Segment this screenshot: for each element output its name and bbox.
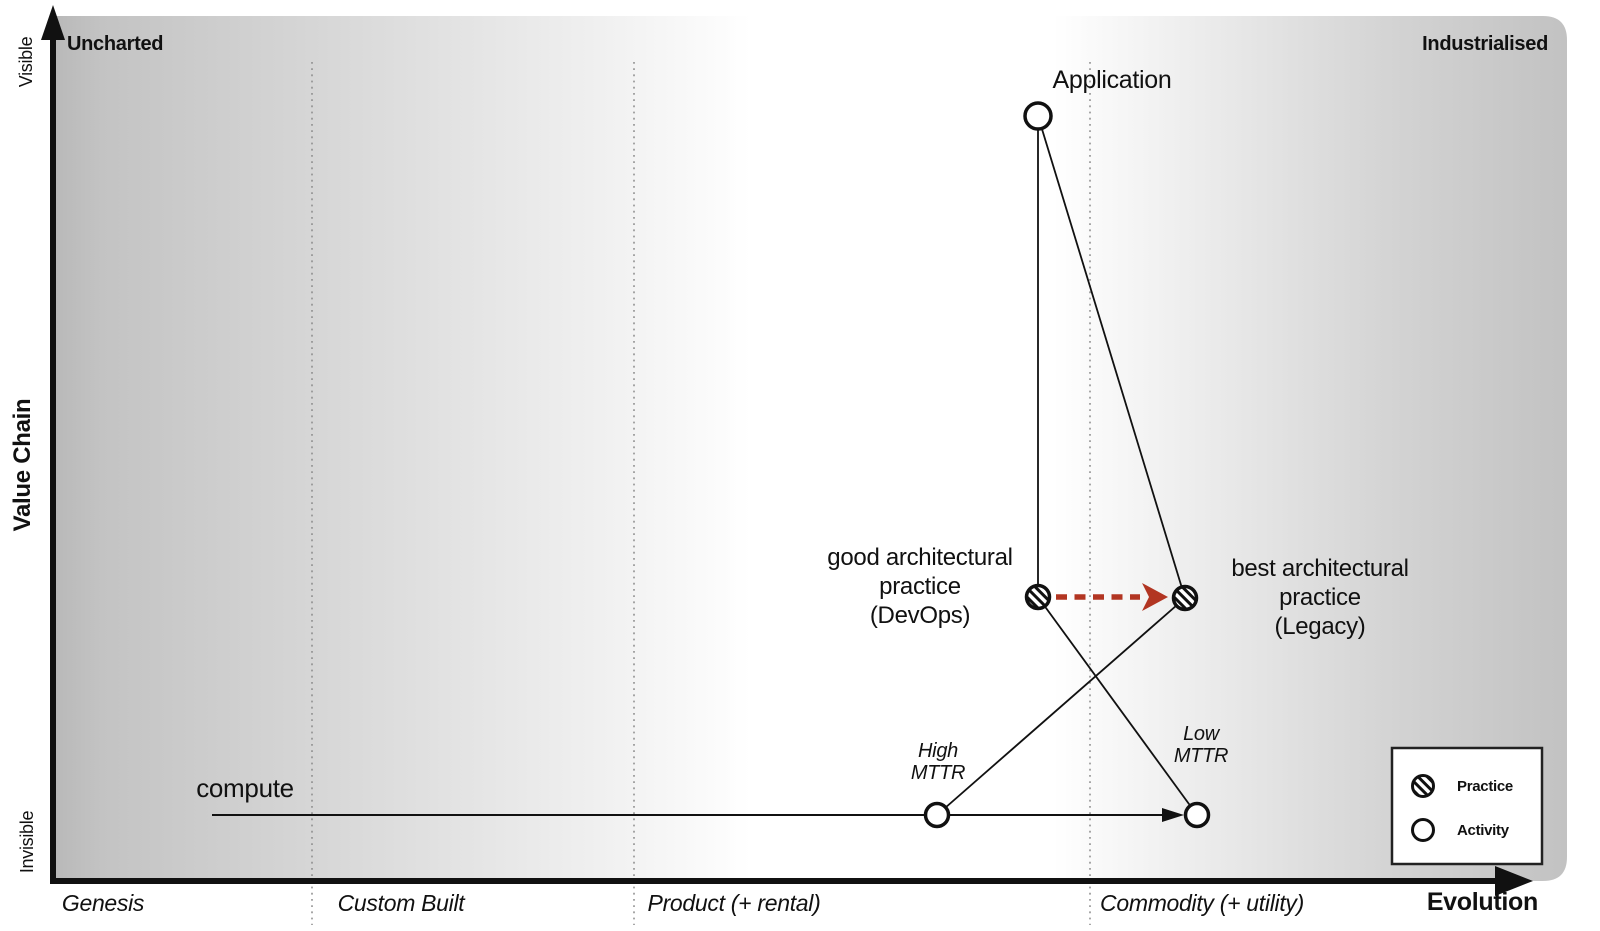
legend-activity-icon bbox=[1411, 818, 1435, 842]
y-axis-title: Value Chain bbox=[9, 399, 36, 532]
practice-move-arrowhead bbox=[1142, 583, 1168, 611]
y-axis-top-label: Visible bbox=[16, 36, 36, 87]
application-label: Application bbox=[1052, 66, 1171, 94]
low-mttr-label-line2: MTTR bbox=[1174, 745, 1228, 767]
industrialised-label: Industrialised bbox=[1422, 33, 1548, 55]
y-axis-bottom-label: Invisible bbox=[17, 811, 37, 874]
x-axis-title: Evolution bbox=[1427, 888, 1538, 916]
edge-application-legacy bbox=[1037, 115, 1186, 599]
high-mttr-label-line1: High bbox=[918, 740, 958, 762]
stage-label-commodity: Commodity (+ utility) bbox=[1100, 890, 1304, 916]
y-axis-arrowhead bbox=[41, 5, 65, 40]
high-mttr-label-line2: MTTR bbox=[911, 762, 965, 784]
node-application bbox=[1023, 101, 1053, 131]
legacy-label-line1: best architectural bbox=[1231, 555, 1408, 582]
uncharted-label: Uncharted bbox=[67, 33, 163, 55]
node-devops-practice bbox=[1024, 583, 1052, 611]
legend-activity-label: Activity bbox=[1457, 822, 1510, 839]
legend-practice-label: Practice bbox=[1457, 778, 1513, 795]
legacy-label-line2: practice bbox=[1279, 584, 1361, 611]
edge-legacy-highmttr bbox=[936, 597, 1186, 816]
plot-background bbox=[56, 16, 1567, 881]
legacy-label-line3: (Legacy) bbox=[1275, 613, 1366, 640]
edge-devops-lowmttr bbox=[1037, 596, 1198, 816]
node-legacy-practice bbox=[1171, 584, 1199, 612]
compute-label: compute bbox=[196, 773, 294, 803]
node-low-mttr-activity bbox=[1183, 801, 1211, 829]
x-axis-line bbox=[50, 878, 1500, 884]
devops-label-line1: good architectural bbox=[827, 544, 1012, 571]
y-axis-line bbox=[50, 30, 56, 881]
devops-label-line2: practice bbox=[879, 573, 961, 600]
stage-label-custom-built: Custom Built bbox=[338, 890, 467, 916]
stage-label-genesis: Genesis bbox=[62, 890, 145, 916]
legend-practice-icon bbox=[1411, 774, 1435, 798]
legend: Practice Activity bbox=[1390, 746, 1544, 866]
compute-evolution-arrowhead bbox=[1162, 808, 1184, 822]
low-mttr-label-line1: Low bbox=[1183, 723, 1221, 745]
stage-label-product: Product (+ rental) bbox=[648, 890, 821, 916]
x-axis-arrowhead bbox=[1495, 866, 1533, 896]
node-high-mttr-activity bbox=[923, 801, 951, 829]
devops-label-line3: (DevOps) bbox=[870, 602, 970, 629]
legend-box bbox=[1390, 746, 1544, 866]
